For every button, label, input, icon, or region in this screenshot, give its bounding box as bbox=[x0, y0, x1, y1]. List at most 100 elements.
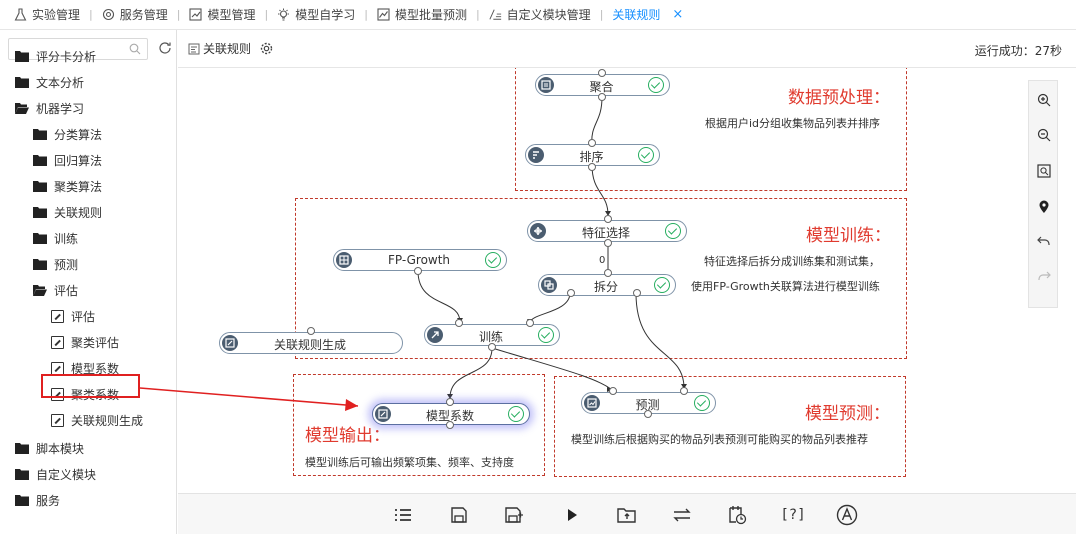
node-links: 0 bbox=[417, 96, 687, 399]
split-port-label: 0 bbox=[599, 255, 605, 266]
experiment-title-text: 关联规则 bbox=[203, 42, 252, 56]
tab-experiment[interactable]: 实验管理 bbox=[14, 0, 80, 30]
link-split-predict bbox=[635, 292, 685, 389]
module-icon bbox=[51, 361, 64, 375]
success-check-icon bbox=[638, 147, 654, 163]
close-icon[interactable]: × bbox=[672, 7, 684, 22]
auto-icon[interactable] bbox=[836, 504, 858, 526]
search-input[interactable] bbox=[8, 38, 148, 60]
split-icon bbox=[541, 277, 557, 293]
workflow-canvas[interactable]: 数据预处理： 根据用户id分组收集物品列表并排序 模型训练： 特征选择后拆分成训… bbox=[178, 68, 1076, 493]
help-icon[interactable]: [?] bbox=[780, 507, 806, 523]
sidebar-item-classification[interactable]: 分类算法 bbox=[33, 121, 102, 147]
success-check-icon bbox=[508, 406, 524, 422]
node-port[interactable] bbox=[446, 398, 454, 406]
tab-service[interactable]: 服务管理 bbox=[102, 0, 168, 30]
zoom-out-icon[interactable] bbox=[1036, 127, 1052, 143]
sidebar-item-script-module[interactable]: 脚本模块 bbox=[15, 435, 84, 461]
node-port[interactable] bbox=[455, 319, 463, 327]
swap-icon[interactable] bbox=[671, 504, 693, 526]
node-port[interactable] bbox=[307, 327, 315, 335]
tab-self-learning[interactable]: 模型自学习 bbox=[277, 0, 355, 30]
node-port[interactable] bbox=[604, 269, 612, 277]
node-rule-gen[interactable]: 关联规则生成 bbox=[219, 332, 403, 354]
sidebar-item-scorecard[interactable]: 评分卡分析 bbox=[15, 43, 96, 69]
node-label: 预测 bbox=[635, 398, 660, 412]
save-as-icon[interactable] bbox=[503, 504, 525, 526]
node-split[interactable]: 拆分 bbox=[538, 274, 676, 296]
tab-separator: | bbox=[264, 8, 269, 21]
module-sidebar: 评分卡分析文本分析机器学习分类算法回归算法聚类算法关联规则训练预测评估评估聚类评… bbox=[0, 30, 177, 534]
node-label: FP-Growth bbox=[387, 253, 451, 267]
train-icon bbox=[427, 327, 443, 343]
tab-batch-predict[interactable]: 模型批量预测 bbox=[377, 0, 467, 30]
folder-icon bbox=[33, 232, 47, 244]
undo-icon[interactable] bbox=[1036, 233, 1052, 249]
node-port[interactable] bbox=[526, 319, 534, 327]
tab-label: 实验管理 bbox=[32, 8, 81, 22]
sidebar-item-cluster-eval[interactable]: 聚类评估 bbox=[51, 329, 119, 355]
group-desc-output: 模型训练后可输出频繁项集、频率、支持度 bbox=[305, 456, 514, 469]
node-port[interactable] bbox=[598, 69, 606, 77]
node-port[interactable] bbox=[604, 215, 612, 223]
list-icon[interactable] bbox=[392, 504, 414, 526]
refresh-icon[interactable] bbox=[157, 40, 173, 59]
sidebar-item-evaluate-leaf[interactable]: 评估 bbox=[51, 303, 95, 329]
sidebar-item-label: 自定义模块 bbox=[36, 467, 97, 482]
node-port[interactable] bbox=[567, 289, 575, 297]
redo-icon[interactable] bbox=[1036, 268, 1052, 284]
sidebar-item-cluster-coef[interactable]: 聚类系数 bbox=[51, 381, 119, 407]
sort-icon bbox=[528, 147, 544, 163]
canvas-header: 关联规则 运行成功：27秒 bbox=[178, 30, 1076, 68]
sidebar-item-text-analysis[interactable]: 文本分析 bbox=[15, 69, 84, 95]
node-label: 特征选择 bbox=[581, 226, 630, 240]
node-port[interactable] bbox=[609, 387, 617, 395]
sidebar-item-machine-learning[interactable]: 机器学习 bbox=[15, 95, 84, 121]
sidebar-item-predict[interactable]: 预测 bbox=[33, 251, 78, 277]
sidebar-item-train[interactable]: 训练 bbox=[33, 225, 78, 251]
node-port[interactable] bbox=[446, 421, 454, 429]
sidebar-item-regression[interactable]: 回归算法 bbox=[33, 147, 102, 173]
node-train[interactable]: 训练 bbox=[424, 324, 560, 346]
folder-icon bbox=[15, 50, 29, 62]
sidebar-item-evaluate[interactable]: 评估 bbox=[33, 277, 78, 303]
settings-icon[interactable] bbox=[260, 42, 273, 55]
tab-association-rules[interactable]: 关联规则 bbox=[612, 0, 660, 30]
sidebar-item-association-rules[interactable]: 关联规则 bbox=[33, 199, 102, 225]
run-icon[interactable] bbox=[561, 504, 583, 526]
group-output bbox=[293, 374, 545, 476]
node-port[interactable] bbox=[588, 163, 596, 171]
tab-custom-module[interactable]: 自定义模块管理 bbox=[489, 0, 591, 30]
sidebar-item-clustering[interactable]: 聚类算法 bbox=[33, 173, 102, 199]
schedule-icon[interactable] bbox=[726, 504, 748, 526]
node-fp-growth[interactable]: FP-Growth bbox=[333, 249, 507, 271]
node-port[interactable] bbox=[680, 387, 688, 395]
node-port[interactable] bbox=[588, 139, 596, 147]
node-sort[interactable]: 排序 bbox=[525, 144, 660, 166]
search-icon[interactable] bbox=[129, 43, 141, 58]
tab-label: 自定义模块管理 bbox=[506, 8, 591, 22]
node-port[interactable] bbox=[414, 267, 422, 275]
sidebar-item-service[interactable]: 服务 bbox=[15, 487, 60, 513]
tab-label: 服务管理 bbox=[119, 8, 168, 22]
zoom-in-icon[interactable] bbox=[1036, 92, 1052, 108]
sidebar-item-label: 文本分析 bbox=[36, 75, 85, 90]
save-icon[interactable] bbox=[448, 504, 470, 526]
link-train-coef bbox=[449, 347, 493, 399]
node-port[interactable] bbox=[598, 93, 606, 101]
sidebar-item-rule-gen[interactable]: 关联规则生成 bbox=[51, 407, 143, 433]
node-port[interactable] bbox=[488, 343, 496, 351]
node-port[interactable] bbox=[604, 239, 612, 247]
success-check-icon bbox=[665, 223, 681, 239]
export-icon[interactable] bbox=[616, 504, 638, 526]
fit-view-icon[interactable] bbox=[1036, 163, 1052, 179]
locate-icon[interactable] bbox=[1036, 199, 1052, 215]
sidebar-item-custom-module[interactable]: 自定义模块 bbox=[15, 461, 96, 487]
node-port[interactable] bbox=[633, 289, 641, 297]
node-port[interactable] bbox=[644, 410, 652, 418]
group-title-predict: 模型预测： bbox=[805, 404, 890, 424]
tab-model[interactable]: 模型管理 bbox=[189, 0, 255, 30]
node-label: 关联规则生成 bbox=[273, 338, 346, 352]
group-title-preprocess: 数据预处理： bbox=[788, 88, 890, 108]
module-icon bbox=[51, 309, 64, 323]
